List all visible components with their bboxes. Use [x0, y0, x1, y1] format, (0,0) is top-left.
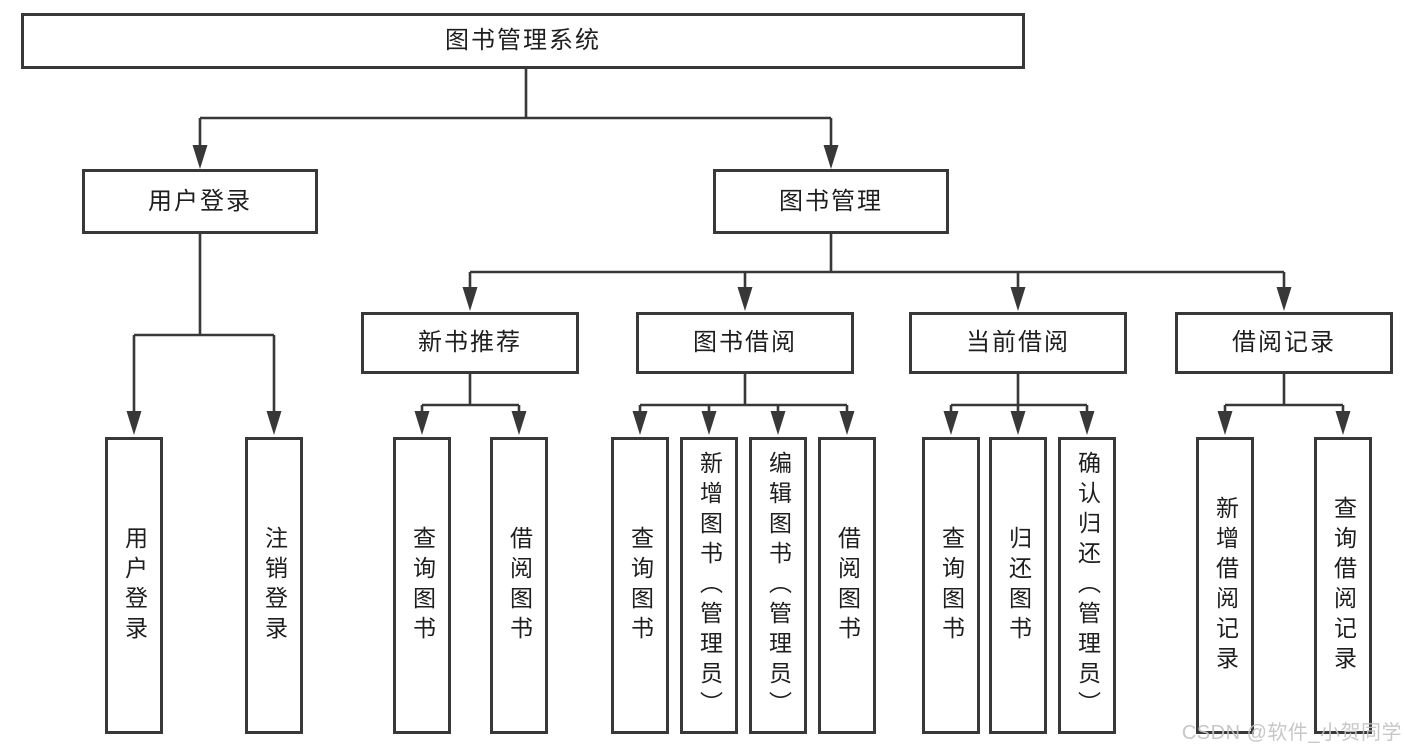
node-user-login: 用户登录 [82, 169, 318, 234]
node-book-management: 图书管理 [713, 169, 949, 234]
leaf-user-login: 用户登录 [105, 437, 163, 734]
leaf-cb-query-books: 查询图书 [922, 437, 980, 734]
csdn-watermark: CSDN @软件_小贺同学 [1181, 722, 1402, 744]
leaf-cb-confirm-return-admin: 确认归还（管理员） [1058, 437, 1116, 734]
leaf-logout: 注销登录 [245, 437, 303, 734]
leaf-bb-query-books: 查询图书 [611, 437, 669, 734]
leaf-nb-query-books: 查询图书 [393, 437, 451, 734]
connectors-root-to-level2 [192, 69, 839, 169]
connectors-records-to-leaves [1217, 374, 1351, 435]
node-root-system: 图书管理系统 [21, 13, 1025, 69]
node-current-borrowing: 当前借阅 [909, 312, 1127, 374]
node-new-book-recommend: 新书推荐 [361, 312, 579, 374]
connectors-bookmgmt-to-level3 [462, 234, 1292, 311]
leaf-nb-borrow-books: 借阅图书 [490, 437, 548, 734]
connectors-userlogin-to-leaves [126, 234, 282, 435]
node-borrowing-records: 借阅记录 [1175, 312, 1393, 374]
leaf-bb-edit-books-admin: 编辑图书（管理员） [749, 437, 807, 734]
node-book-borrowing: 图书借阅 [636, 312, 854, 374]
leaf-cb-return-books: 归还图书 [989, 437, 1047, 734]
leaf-bb-add-books-admin: 新增图书（管理员） [680, 437, 738, 734]
leaf-br-add-record: 新增借阅记录 [1196, 437, 1254, 734]
connectors-newbooks-to-leaves [414, 374, 527, 435]
leaf-br-query-record: 查询借阅记录 [1314, 437, 1372, 734]
connectors-bookborrow-to-leaves [632, 374, 855, 435]
connectors-currentborrow-to-leaves [943, 374, 1095, 435]
leaf-bb-borrow-books: 借阅图书 [818, 437, 876, 734]
